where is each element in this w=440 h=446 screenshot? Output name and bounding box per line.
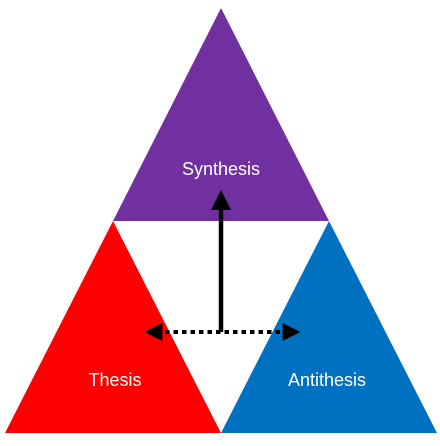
antithesis-label: Antithesis (288, 370, 366, 390)
thesis-triangle (5, 221, 221, 433)
synthesis-triangle (113, 8, 329, 221)
synthesis-label: Synthesis (182, 159, 260, 179)
thesis-label: Thesis (88, 370, 141, 390)
antithesis-triangle (221, 221, 437, 433)
